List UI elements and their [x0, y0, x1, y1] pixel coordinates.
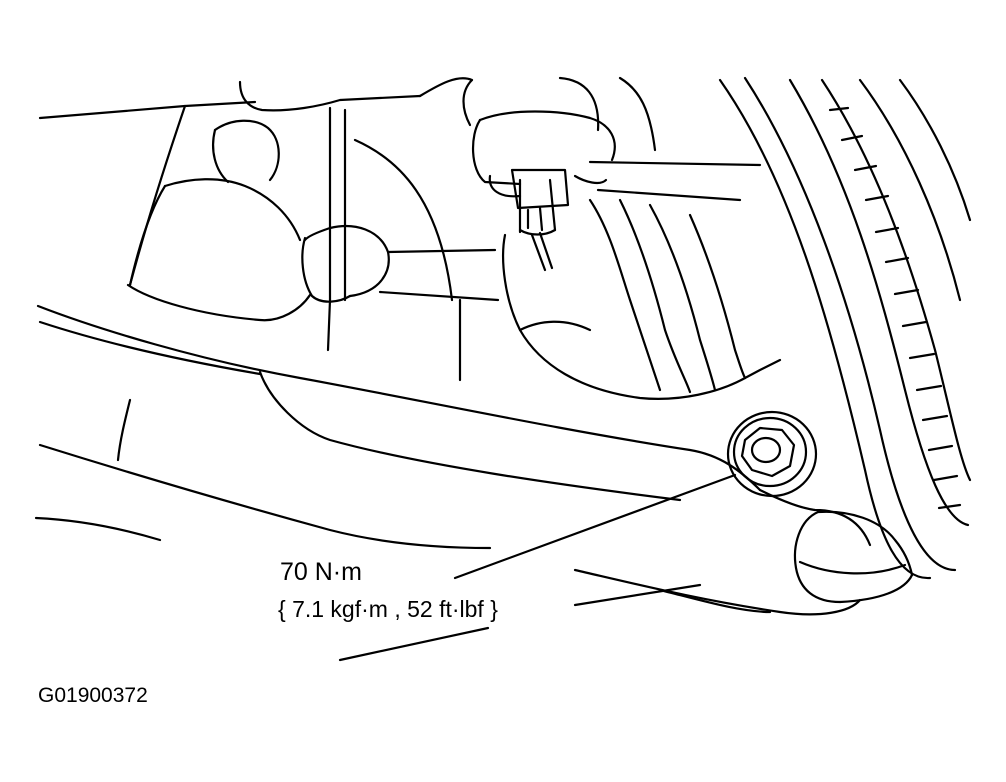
castle-nut: [510, 168, 570, 272]
lower-arm-bolt: [726, 410, 818, 498]
tire-and-wheel: [718, 76, 972, 580]
lower-arm: [34, 304, 872, 616]
cv-boot: [502, 198, 782, 400]
callout-leaders: [338, 473, 737, 662]
stabilizer-bar: [126, 119, 312, 322]
tire-tread-marks: [828, 106, 962, 510]
stabilizer-link-bushing: [301, 224, 500, 382]
torque-value-nm: 70 N·m: [280, 558, 362, 586]
tie-rod-end: [471, 110, 762, 202]
torque-value-alt-units: { 7.1 kgf·m , 52 ft·lbf }: [278, 596, 498, 622]
lower-arm-bushing: [793, 510, 914, 604]
figure-code: G01900372: [38, 684, 148, 707]
upper-frame-outline: [38, 76, 657, 302]
